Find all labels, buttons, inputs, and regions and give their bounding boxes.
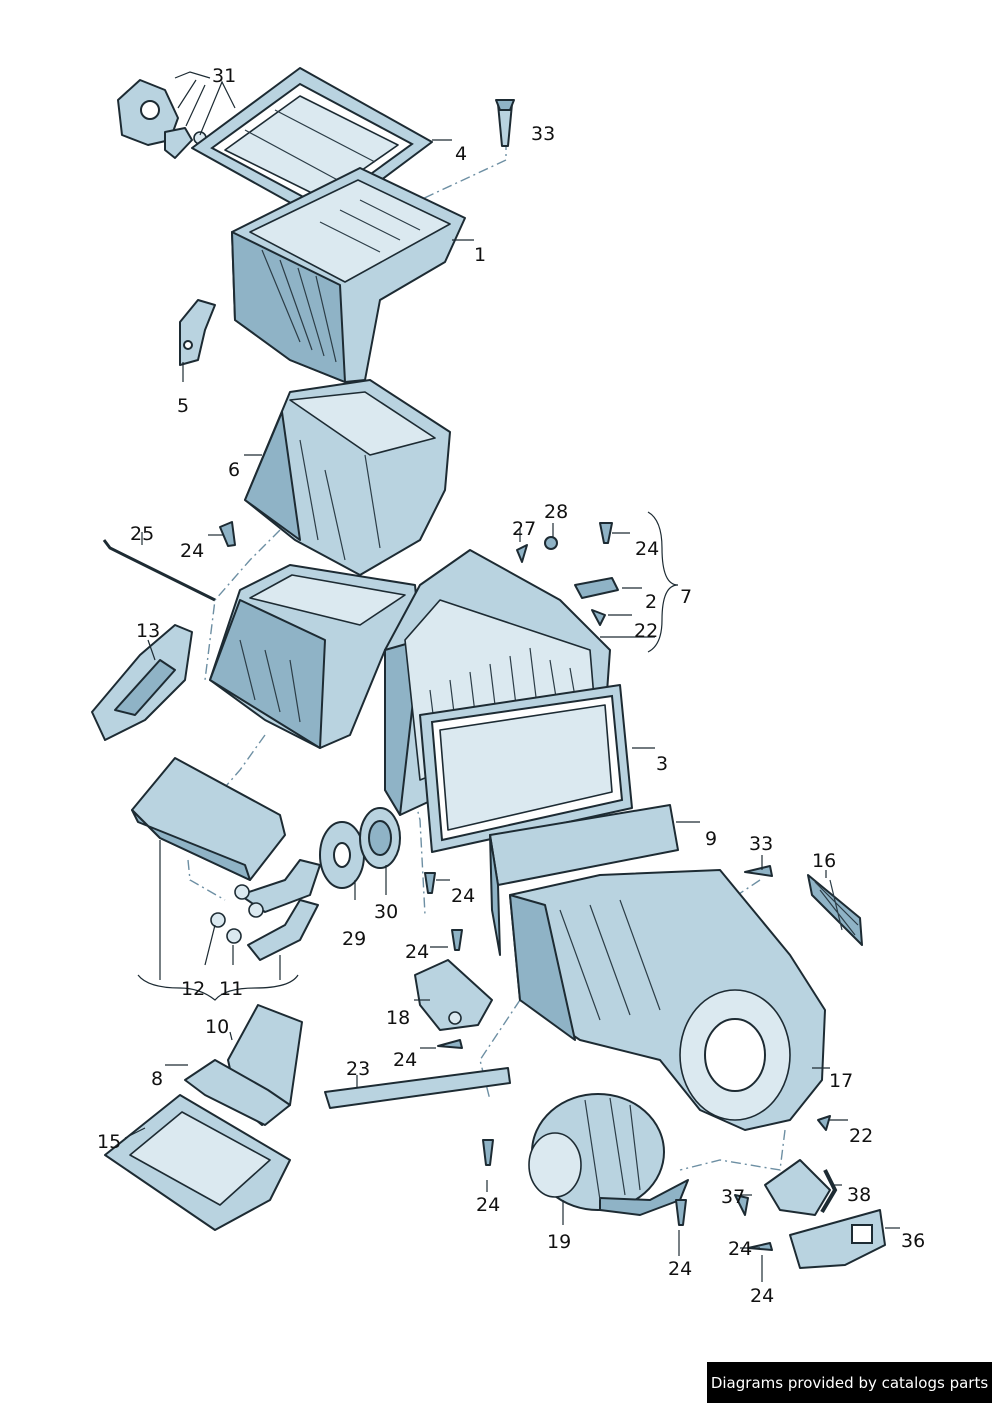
callout-24-upper-left: 24 — [180, 540, 204, 562]
callout-29: 29 — [342, 928, 366, 950]
callout-24-mid: 24 — [451, 885, 475, 907]
part-5-bracket — [179, 299, 216, 366]
callout-24-bottom-right: 24 — [750, 1285, 774, 1307]
diagram-credit-banner: Diagrams provided by catalogs parts — [707, 1362, 992, 1403]
callout-24-upper-right: 24 — [635, 538, 659, 560]
part-23-strip — [324, 1067, 511, 1109]
part-15-tray — [104, 1094, 291, 1231]
callout-7: 7 — [680, 586, 692, 608]
part-30-grommet — [359, 807, 401, 869]
part-11-12-pipes — [210, 859, 321, 961]
callout-2: 2 — [645, 591, 657, 613]
part-19-blower-motor — [528, 1093, 689, 1216]
part-18-actuator — [414, 959, 493, 1031]
part-36-bracket — [789, 1209, 886, 1269]
part-29-grommet — [319, 821, 365, 889]
part-9-filter-element — [489, 804, 679, 956]
callout-16: 16 — [812, 850, 836, 872]
part-6-middle-housing — [244, 379, 451, 576]
callout-10: 10 — [205, 1016, 229, 1038]
callout-33-top: 33 — [531, 123, 555, 145]
callout-25: 25 — [130, 523, 154, 545]
callout-labels: 31 33 4 1 5 6 28 27 25 24 24 7 2 22 13 3… — [97, 65, 925, 1307]
callout-36: 36 — [901, 1230, 925, 1252]
callout-37: 37 — [721, 1186, 745, 1208]
callout-24-bracket: 24 — [728, 1238, 752, 1260]
callout-12: 12 — [181, 978, 205, 1000]
part-37-sensor — [764, 1159, 831, 1216]
part-13-side-cover — [91, 624, 193, 741]
callout-27: 27 — [512, 518, 536, 540]
part-31-flap-actuator — [117, 79, 207, 159]
heater-core — [131, 757, 286, 881]
callout-33-right: 33 — [749, 833, 773, 855]
callout-31: 31 — [212, 65, 236, 87]
screws — [219, 99, 831, 1251]
callout-24-actuator: 24 — [393, 1049, 417, 1071]
callout-24-motor: 24 — [668, 1258, 692, 1280]
callout-3: 3 — [656, 753, 668, 775]
callout-38: 38 — [847, 1184, 871, 1206]
callout-24-left-mid: 24 — [405, 941, 429, 963]
callout-17: 17 — [829, 1070, 853, 1092]
part-38-hose — [820, 1169, 838, 1214]
part-8-duct — [184, 1059, 291, 1126]
callout-15: 15 — [97, 1131, 121, 1153]
part-3-seal-frame — [419, 684, 633, 853]
callout-23: 23 — [346, 1058, 370, 1080]
callout-4: 4 — [455, 143, 467, 165]
callout-22-upper: 22 — [634, 620, 658, 642]
part-16-mesh — [807, 874, 863, 946]
callout-8: 8 — [151, 1068, 163, 1090]
callout-11: 11 — [219, 978, 243, 1000]
lower-housing-left — [209, 564, 421, 749]
part-25-rod — [102, 539, 216, 602]
leader-lines — [124, 71, 900, 1282]
callout-1: 1 — [474, 244, 486, 266]
callout-5: 5 — [177, 395, 189, 417]
callout-6: 6 — [228, 459, 240, 481]
callout-18: 18 — [386, 1007, 410, 1029]
callout-19: 19 — [547, 1231, 571, 1253]
callout-9: 9 — [705, 828, 717, 850]
part-1-upper-housing — [231, 167, 466, 383]
callout-24-bottom-center: 24 — [476, 1194, 500, 1216]
callout-13: 13 — [136, 620, 160, 642]
callout-30: 30 — [374, 901, 398, 923]
callout-28: 28 — [544, 501, 568, 523]
part-17-blower-housing — [509, 869, 826, 1131]
callout-22-lower: 22 — [849, 1125, 873, 1147]
